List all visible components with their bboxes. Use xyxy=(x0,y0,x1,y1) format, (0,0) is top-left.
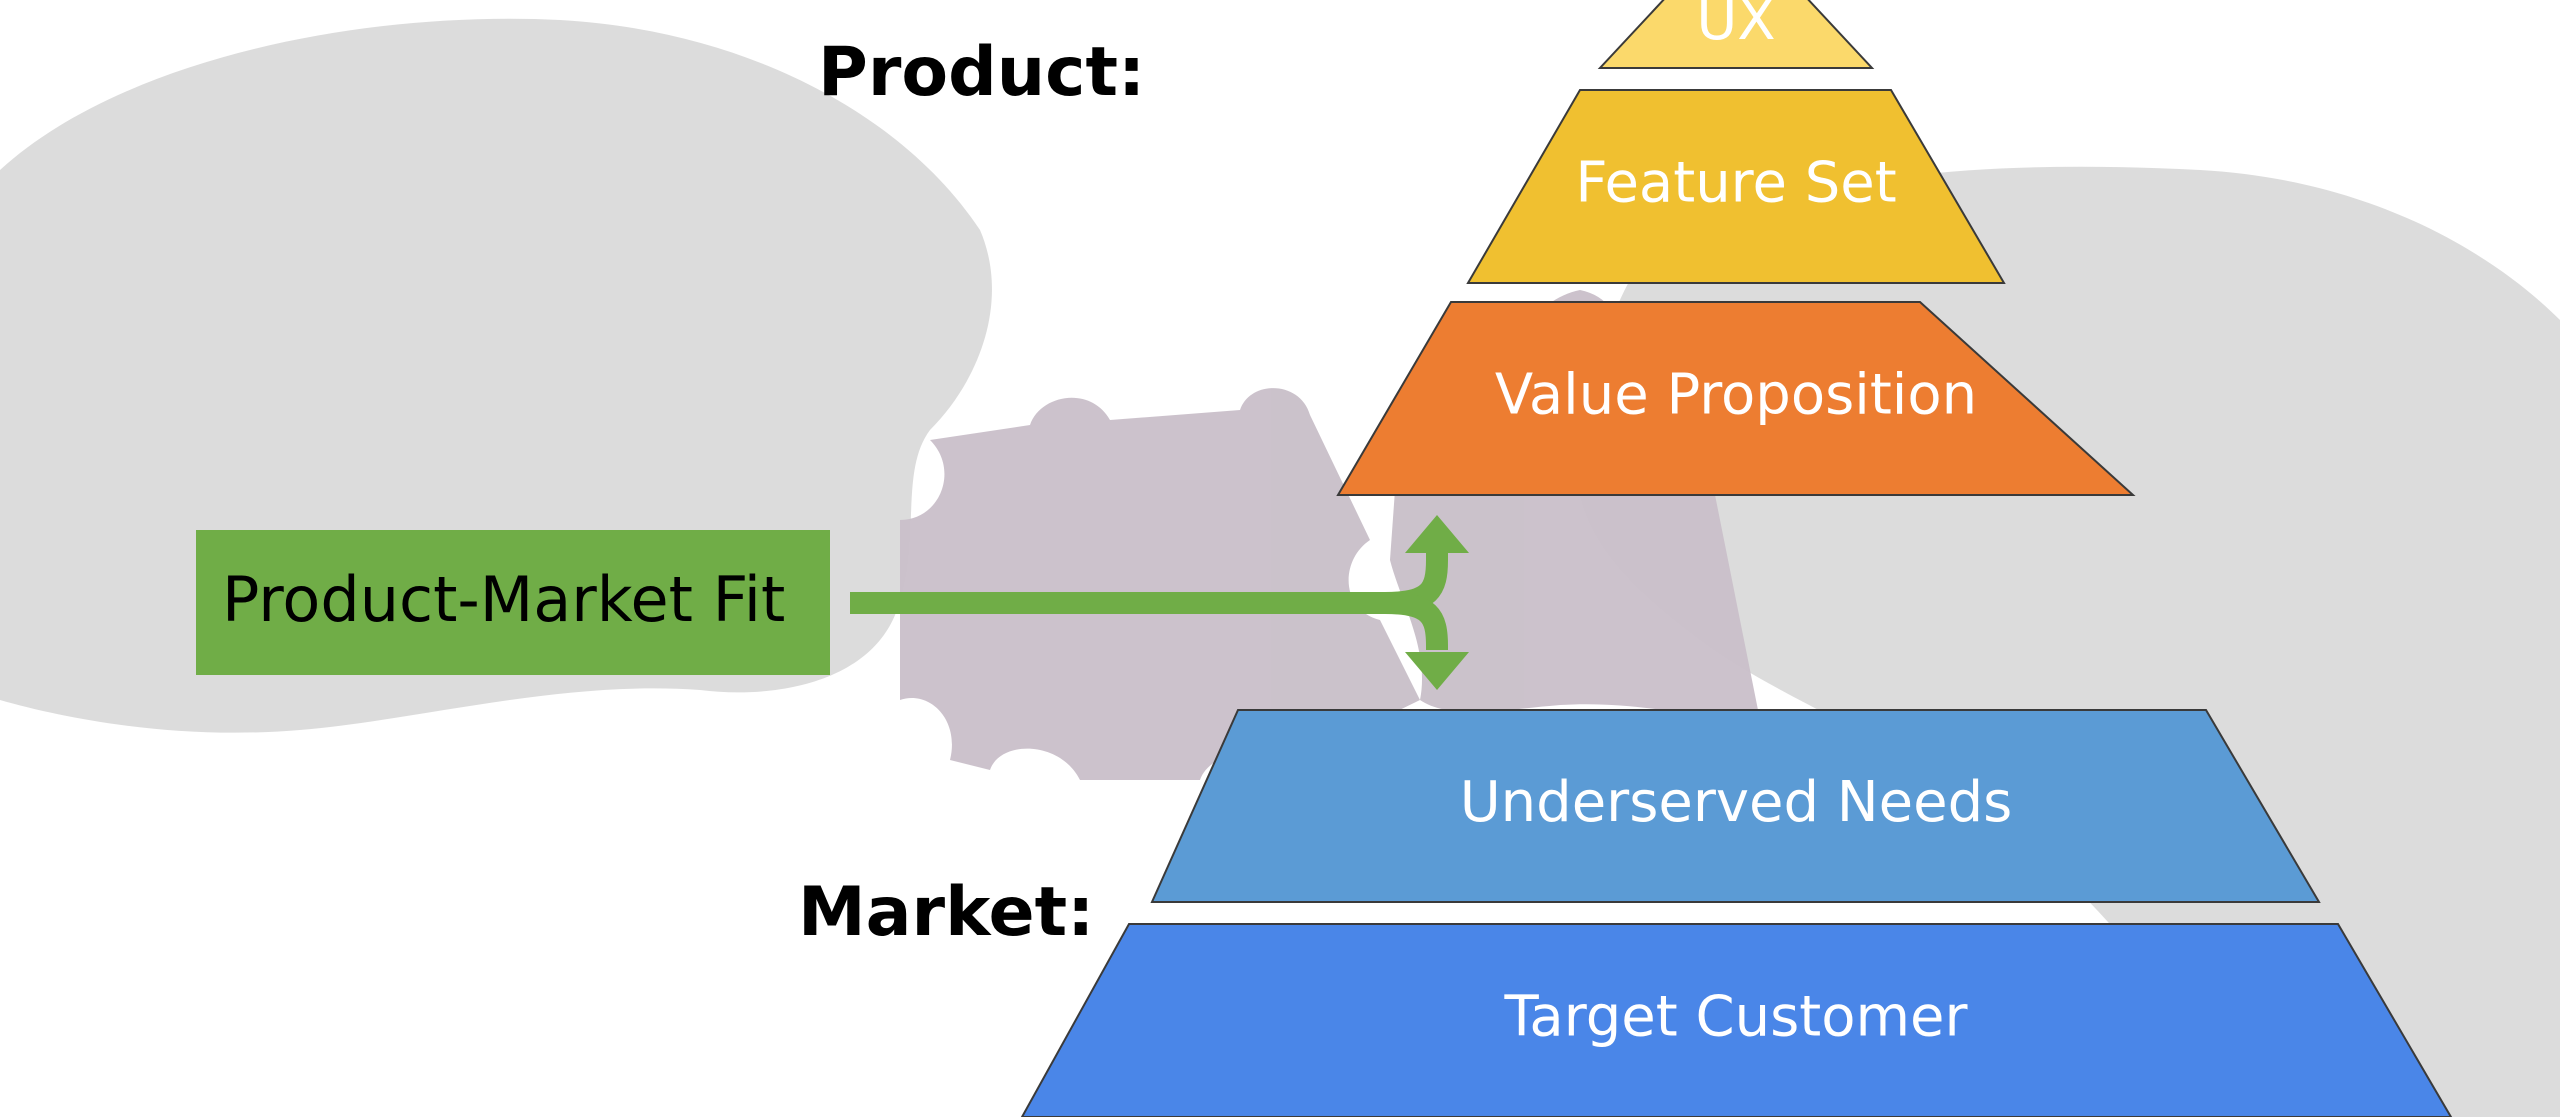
tier-label-value-proposition: Value Proposition xyxy=(1495,363,1977,428)
tier-target-customer xyxy=(1020,923,2453,1117)
tier-value-proposition xyxy=(1336,301,2136,496)
tier-label-underserved-needs: Underserved Needs xyxy=(1460,770,2013,835)
tier-label-feature-set: Feature Set xyxy=(1575,151,1896,216)
fit-box xyxy=(196,530,830,675)
tier-underserved-needs xyxy=(1150,709,2321,903)
connector-brace-lower xyxy=(1384,592,1448,650)
arrow-down-icon xyxy=(1405,652,1469,690)
tier-ux xyxy=(1597,0,1875,69)
left-puzzle-piece xyxy=(900,388,1420,780)
tier-label-ux: UX xyxy=(1696,0,1775,53)
fit-connector xyxy=(850,545,1448,650)
tier-label-target-customer: Target Customer xyxy=(1503,985,1968,1050)
right-puzzle-piece xyxy=(1390,290,1760,720)
market-label: Market: xyxy=(798,873,1094,952)
puzzle-pieces xyxy=(900,290,1760,780)
fit-label: Product-Market Fit xyxy=(222,563,785,636)
product-label: Product: xyxy=(818,33,1145,112)
arrow-up-icon xyxy=(1405,515,1469,553)
tier-feature-set xyxy=(1466,89,2006,284)
